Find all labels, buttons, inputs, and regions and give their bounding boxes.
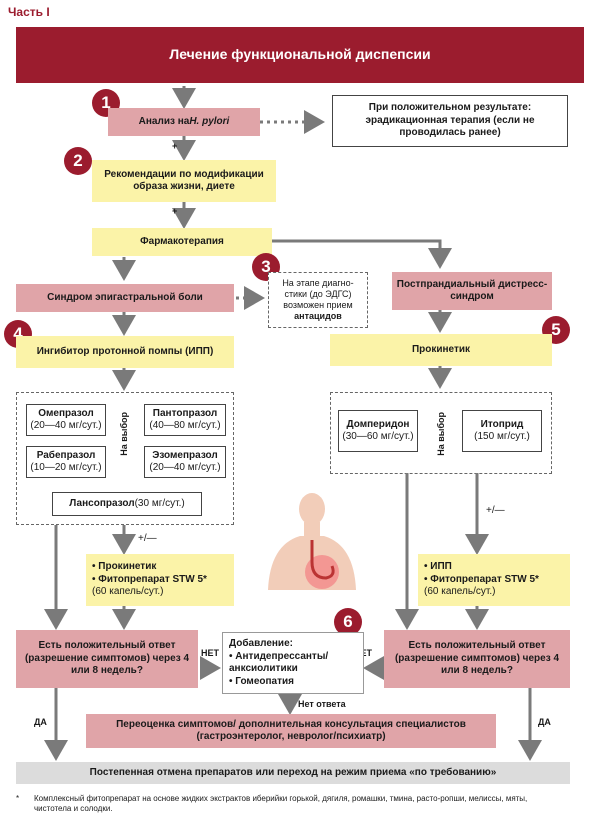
lifestyle-box: Рекомендации по модификации образа жизни… [92,160,276,202]
antacids-text: На этапе диагно-стики (до ЭДГС) возможен… [282,277,354,311]
prokinetic-options-group [330,392,552,474]
choice-label-left: На выбор [119,412,129,456]
ppi-option-dose: (10—20 мг/сут.) [30,462,102,473]
ppi-option-name: Эзомепразол [152,449,218,461]
addon-right-item: ИПП [424,561,539,574]
addition-box: Добавление: Антидепрессанты/ анксиолитик… [222,632,364,694]
footnote: Комплексный фитопрепарат на основе жидки… [34,794,528,814]
page-title: Лечение функциональной диспепсии [16,27,584,83]
addon-right-item: Фитопрепарат STW 5* [424,574,539,587]
final-box: Постепенная отмена препаратов или перехо… [16,762,570,784]
addon-left-dose: (60 капель/сут.) [92,586,164,598]
hp-positive-box: При положительном результате: эрадикацио… [332,95,568,147]
prokinetic-option-dose: (30—60 мг/сут.) [342,431,414,442]
addition-item: Гомеопатия [229,676,363,689]
plus-2: + [172,206,178,216]
ppi-option-dose: (20—40 мг/сут.) [149,462,221,473]
lansoprazole-box: Лансопразол (30 мг/сут.) [52,492,202,516]
footnote-mark: * [16,794,20,803]
prokinetic-box: Прокинетик [330,334,552,366]
response-question-right: Есть положительный ответ (разрешение сим… [384,630,570,688]
hp-test-italic: H. pylori [189,115,230,127]
prokinetic-option-name: Домперидон [346,418,410,430]
ppi-options-group [16,392,234,525]
hp-test-box: Анализ на H. pylori [108,108,260,136]
step-6-badge: 6 [334,608,362,636]
antacids-box: На этапе диагно-стики (до ЭДГС) возможен… [268,272,368,328]
ppi-option-dose: (20—40 мг/сут.) [30,420,102,431]
torso-illustration [268,493,356,590]
ppi-option: Омепразол (20—40 мг/сут.) [26,404,106,436]
addon-left-box: Прокинетик Фитопрепарат STW 5* (60 капел… [86,554,234,606]
addon-left-item: Фитопрепарат STW 5* [92,574,207,587]
addon-left-item: Прокинетик [92,561,207,574]
step-2-badge: 2 [64,147,92,175]
yes-label-left: ДА [34,717,47,727]
addition-title: Добавление: [229,638,293,649]
response-question-left: Есть положительный ответ (разрешение сим… [16,630,198,688]
ppi-option: Рабепразол (10—20 мг/сут.) [26,446,106,478]
reassessment-box: Переоценка симптомов/ дополнительная кон… [86,714,496,748]
part-label: Часть I [8,5,50,19]
prokinetic-option-name: Итоприд [480,418,524,430]
addon-right-box: ИПП Фитопрепарат STW 5* (60 капель/сут.) [418,554,570,606]
plus-1: + [172,141,178,151]
choice-label-right: На выбор [436,412,446,456]
hp-test-prefix: Анализ на [138,115,190,127]
plus-minus-left: +/— [138,533,157,544]
ppi-option-name: Омепразол [38,407,94,419]
postprandial-box: Постпрандиальный дистресс-синдром [392,272,552,310]
pharmacotherapy-box: Фармакотерапия [92,228,272,256]
lansoprazole-dose: (30 мг/сут.) [134,497,185,509]
prokinetic-option: Домперидон (30—60 мг/сут.) [338,410,418,452]
ppi-option-name: Рабепразол [36,449,96,461]
no-label-left: НЕТ [201,648,219,658]
addition-item: Антидепрессанты/ анксиолитики [229,651,363,676]
plus-minus-right: +/— [486,505,505,516]
addon-right-dose: (60 капель/сут.) [424,586,496,598]
ppi-box: Ингибитор протонной помпы (ИПП) [16,336,234,368]
ppi-option: Пантопразол (40—80 мг/сут.) [144,404,226,436]
prokinetic-option: Итоприд (150 мг/сут.) [462,410,542,452]
ppi-option-dose: (40—80 мг/сут.) [149,420,221,431]
ppi-option: Эзомепразол (20—40 мг/сут.) [144,446,226,478]
ppi-option-name: Пантопразол [152,407,218,419]
yes-label-right: ДА [538,717,551,727]
no-answer-label: Нет ответа [298,699,346,709]
prokinetic-option-dose: (150 мг/сут.) [474,431,530,442]
lansoprazole-name: Лансопразол [69,497,135,509]
epigastric-box: Синдром эпигастральной боли [16,284,234,312]
antacids-bold: антацидов [294,311,342,322]
